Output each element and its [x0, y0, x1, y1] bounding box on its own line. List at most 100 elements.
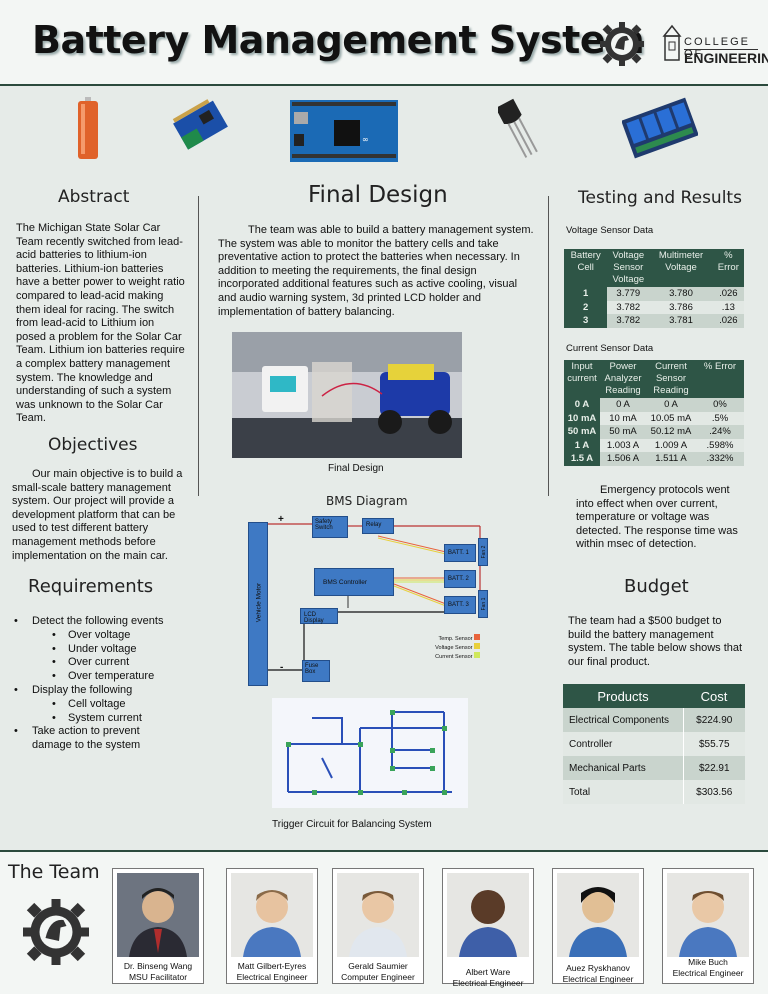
member-name: Matt Gilbert-Eyres: [237, 961, 307, 971]
member-name: Dr. Binseng Wang: [123, 961, 193, 971]
college-of-engineering-logo: COLLEGE OF ENGINEERING: [662, 18, 768, 74]
abstract-text: The Michigan State Solar Car Team recent…: [16, 222, 185, 425]
abstract-heading: Abstract: [58, 187, 130, 207]
member-photo: [667, 873, 749, 957]
table-cell: .026: [712, 287, 744, 301]
member-photo: [117, 873, 199, 957]
table-header: % Error: [712, 249, 744, 287]
member-role: Electrical Engineer: [236, 972, 308, 982]
poster-title: Battery Management System: [32, 18, 645, 62]
table-cell: 1.506 A: [600, 452, 646, 466]
legend-current-swatch: [474, 652, 480, 658]
college-line1: COLLEGE OF: [684, 36, 750, 60]
fan1-label: Fan 1: [481, 597, 487, 611]
table-cell: .13: [712, 300, 744, 314]
lithium-battery-image: [78, 97, 98, 159]
title-bar: Battery Management System COLLEGE OF ENG…: [0, 0, 768, 86]
table-cell: $22.91: [682, 756, 745, 780]
table-cell: 0 A: [564, 398, 600, 412]
table-cell: 3.781: [649, 314, 713, 328]
batt2-block: BATT. 2: [444, 570, 476, 588]
building-icon: [662, 24, 682, 61]
table-cell: .24%: [696, 425, 744, 439]
member-photo: [231, 873, 313, 957]
table-header: Current Sensor Reading: [646, 360, 696, 398]
legend-temp-swatch: [474, 634, 480, 640]
temperature-sensor-image: [498, 98, 538, 158]
member-name: Gerald Saumier: [348, 961, 408, 971]
vehicle-motor-block: Vehicle Motor: [248, 522, 268, 686]
list-item: Cell voltage: [14, 698, 219, 712]
table-cell: .5%: [696, 411, 744, 425]
table-cell: 3.779: [607, 287, 650, 301]
table-row: 50 mA 50 mA 50.12 mA .24%: [564, 425, 744, 439]
objectives-text: Our main objective is to build a small-s…: [12, 468, 183, 562]
table-header: % Error: [696, 360, 744, 398]
table-header: Products: [563, 684, 683, 708]
relay-block: Relay: [362, 518, 394, 534]
legend-voltage-swatch: [474, 643, 480, 649]
member-role: MSU Facilitator: [128, 972, 188, 982]
list-item: Over temperature: [14, 670, 219, 684]
table-cell: 0%: [696, 398, 744, 412]
list-item: Take action to prevent: [14, 725, 219, 739]
lcd-display-block: LCD Display: [300, 608, 338, 624]
objectives-heading: Objectives: [48, 435, 138, 455]
member-role: Electrical Engineer: [452, 978, 524, 988]
table-cell: Total: [563, 780, 683, 804]
table-cell: .598%: [696, 438, 744, 452]
legend-temp-label: Temp. Sensor: [438, 636, 473, 642]
table-cell: 3.786: [649, 300, 713, 314]
team-member-card: Mike Buch Electrical Engineer: [662, 868, 754, 984]
table-cell: 1.5 A: [564, 452, 600, 466]
table-cell: $224.90: [682, 708, 745, 732]
table-header: Voltage Sensor Voltage: [607, 249, 650, 287]
team-member-card: Matt Gilbert-Eyres Electrical Engineer: [226, 868, 318, 984]
arduino-board-image: ∞: [290, 100, 398, 162]
spartan-gear-icon: [23, 899, 89, 965]
table-cell: 2: [564, 300, 608, 314]
batt1-block: BATT. 1: [444, 544, 476, 562]
list-item: Over current: [14, 656, 219, 670]
table-row: 1.5 A 1.506 A 1.511 A .332%: [564, 452, 744, 466]
legend-current-label: Current Sensor: [435, 654, 473, 660]
table-header: Cost: [683, 684, 745, 708]
svg-text:∞: ∞: [362, 135, 369, 144]
budget-table: Products Cost Electrical Components $224…: [563, 684, 745, 804]
final-design-text: The team was able to build a battery man…: [218, 224, 534, 318]
testing-heading: Testing and Results: [578, 188, 742, 208]
table-header: Power Analyzer Reading: [600, 360, 646, 398]
trigger-circuit-schematic: [272, 698, 468, 808]
table-header: Multimeter Voltage: [649, 249, 713, 287]
table-cell: 1.003 A: [600, 438, 646, 452]
college-line2: ENGINEERING: [684, 50, 768, 66]
table-cell: 50.12 mA: [646, 425, 696, 439]
table-cell: 0 A: [600, 398, 646, 412]
table-header: Battery Cell: [564, 249, 608, 287]
team-member-card: Albert Ware Electrical Engineer: [442, 868, 534, 988]
team-member-card: Gerald Saumier Computer Engineer: [332, 868, 424, 984]
table-cell: 10 mA: [600, 411, 646, 425]
final-design-caption: Final Design: [328, 463, 384, 474]
components-strip: ∞: [0, 88, 768, 174]
team-member-card: Dr. Binseng Wang MSU Facilitator: [112, 868, 204, 984]
team-member-card: Auez Ryskhanov Electrical Engineer: [552, 868, 644, 984]
member-name: Mike Buch: [688, 957, 728, 967]
bms-diagram: Vehicle Motor + - Safety Switch Relay BA…: [248, 512, 500, 688]
table-cell: 10.05 mA: [646, 411, 696, 425]
fuse-box-block: Fuse Box: [302, 660, 330, 682]
member-role: Electrical Engineer: [672, 968, 744, 978]
table-cell: $55.75: [682, 732, 745, 756]
current-sensor-table: Input current Power Analyzer Reading Cur…: [564, 360, 744, 466]
current-table-title: Current Sensor Data: [566, 343, 654, 354]
member-role: Electrical Engineer: [562, 974, 634, 984]
table-row: 10 mA 10 mA 10.05 mA .5%: [564, 411, 744, 425]
list-item: Over voltage: [14, 629, 219, 643]
fan2-label: Fan 2: [481, 545, 487, 559]
minus-label: -: [280, 662, 284, 673]
table-cell: $303.56: [682, 780, 745, 804]
table-cell: 3.782: [607, 300, 650, 314]
team-heading: The Team: [8, 861, 100, 883]
table-row: Electrical Components $224.90: [563, 708, 745, 732]
list-item: Display the following: [14, 684, 219, 698]
